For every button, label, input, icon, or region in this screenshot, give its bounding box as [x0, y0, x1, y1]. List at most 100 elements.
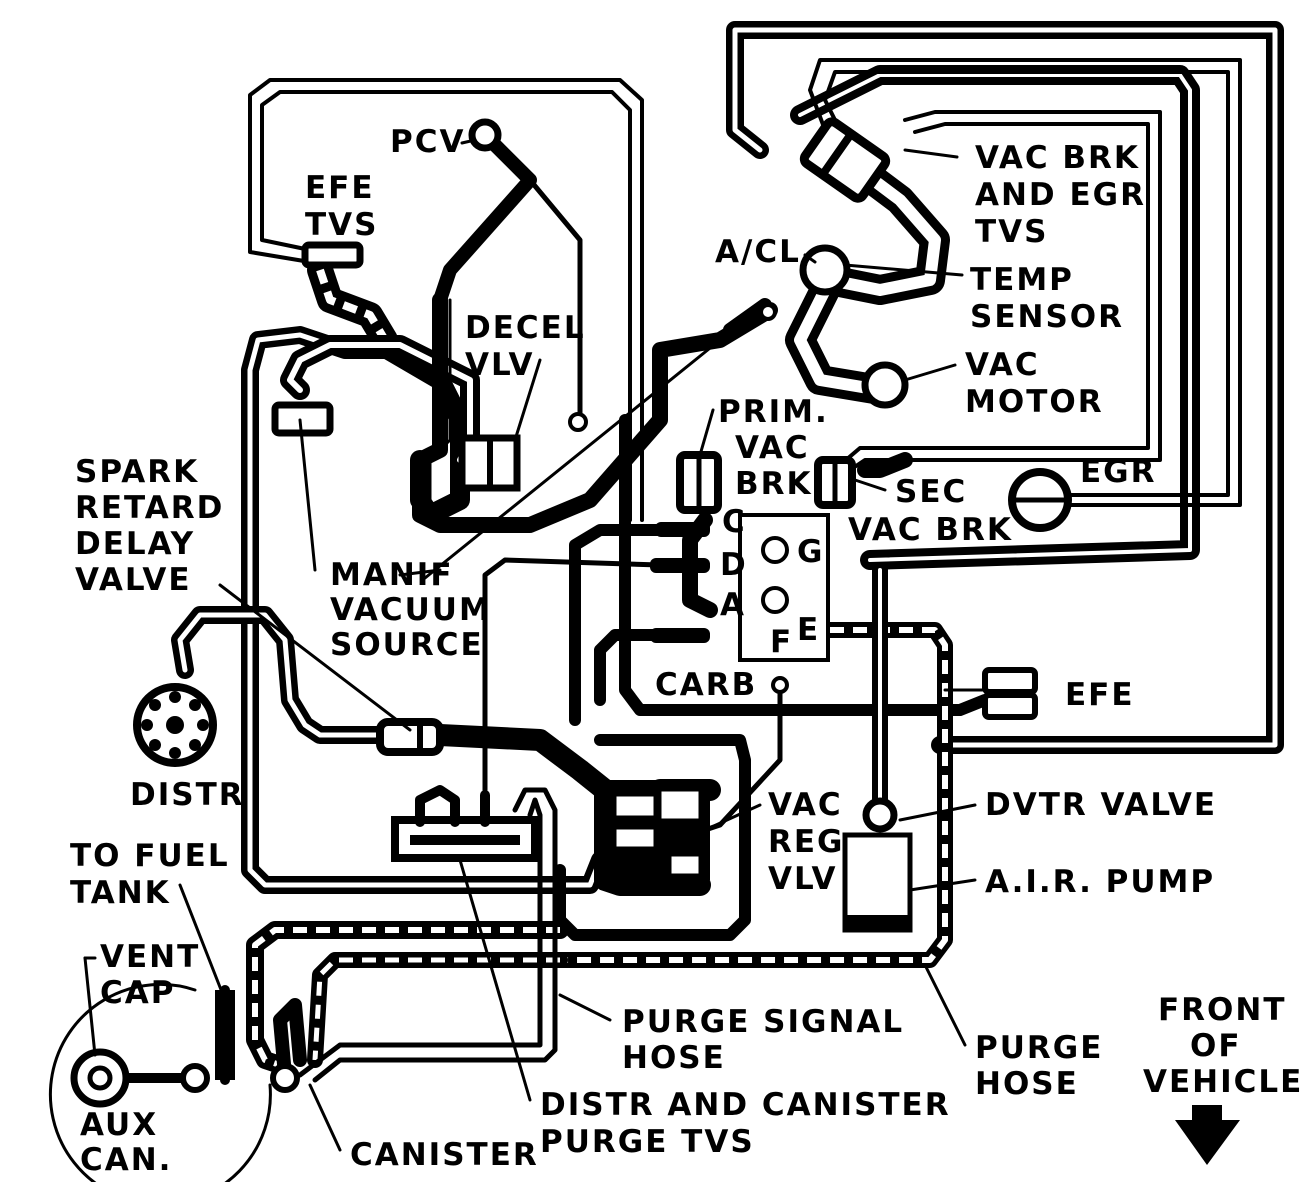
hose-carb-ptd — [482, 557, 663, 793]
label-spark-3: DELAY — [75, 526, 195, 562]
efe-tvs-icon — [301, 241, 364, 269]
vac-reg-valve-icon — [600, 780, 710, 880]
label-spark-2: RETARD — [75, 490, 224, 526]
hose-egr-feed — [848, 110, 1162, 472]
hose-egr-feed-2 — [838, 122, 1150, 467]
label-purge-signal-2: HOSE — [622, 1040, 726, 1076]
carb-port-e-icon — [761, 586, 789, 614]
label-vac-reg-2: REG — [768, 824, 845, 860]
label-front-2: OF — [1190, 1028, 1242, 1064]
label-sec-vac-brk-1: SEC — [895, 474, 967, 510]
label-vac-brk-egr-3: TVS — [975, 214, 1048, 250]
hose-air-pump-loop — [552, 622, 953, 968]
label-aux-can-1: AUX — [80, 1107, 158, 1143]
hose-vac-motor-link — [857, 452, 913, 478]
label-carb: CARB — [655, 667, 757, 703]
label-prim-vac-brk-3: BRK — [735, 466, 813, 502]
labels: PCV EFE TVS DECEL VLV VAC BRK AND EGR TV… — [70, 124, 1303, 1178]
label-aux-can-2: CAN. — [80, 1142, 172, 1178]
leader-lines — [83, 138, 987, 1152]
label-purge-hose-1: PURGE — [975, 1030, 1103, 1066]
label-decel-vlv-1: DECEL — [465, 310, 586, 346]
label-front-1: FRONT — [1158, 992, 1287, 1028]
hose-network — [95, 21, 1284, 1085]
hose-decel-inner — [428, 298, 452, 507]
hose-spark-retard-inner — [177, 612, 383, 738]
label-port-f: F — [770, 624, 793, 660]
label-prim-vac-brk-1: PRIM. — [718, 394, 829, 430]
label-front-3: VEHICLE — [1143, 1064, 1303, 1100]
hose-carb-down — [569, 524, 666, 726]
label-vent-cap-1: VENT — [100, 939, 200, 975]
hose-manifold-main-inner — [287, 342, 473, 463]
hose-efe-tvs-down-dash — [316, 268, 389, 343]
label-decel-vlv-2: VLV — [465, 347, 534, 383]
label-spark-4: VALVE — [75, 562, 192, 598]
hose-efe-tvs-loop — [260, 90, 632, 522]
label-vac-brk-egr-2: AND EGR — [975, 177, 1146, 213]
label-efe-tvs-2: TVS — [305, 207, 378, 243]
label-a-cl: A/CL — [715, 234, 801, 270]
label-dvtr-valve: DVTR VALVE — [985, 787, 1217, 823]
hose-carb-f-down — [594, 629, 666, 706]
label-distr-canister-2: PURGE TVS — [540, 1124, 755, 1160]
label-port-d: D — [720, 547, 748, 583]
label-vac-reg-1: VAC — [768, 787, 843, 823]
efe-valve-icon — [982, 667, 1038, 695]
label-port-c: C — [722, 504, 747, 540]
carb-port-g-icon — [761, 536, 789, 564]
hose-egr-loop — [808, 58, 1242, 507]
canister-icon — [48, 982, 272, 1182]
vac-brk-egr-tvs-icon — [799, 117, 891, 203]
spark-retard-delay-valve-icon — [376, 718, 444, 756]
hose-decel-loop — [412, 292, 778, 533]
label-manif-1: MANIF — [330, 557, 454, 593]
hose-tvs-temp-sensor-inner — [824, 164, 941, 296]
label-pcv: PCV — [390, 124, 465, 160]
hose-carb-bottom-loop — [619, 414, 991, 716]
a-cl-nipple-icon — [759, 303, 777, 321]
hose-efe-tvs-loop-2 — [248, 78, 644, 522]
label-air-pump: A.I.R. PUMP — [985, 864, 1215, 900]
label-distr: DISTR — [130, 777, 245, 813]
label-prim-vac-brk-2: VAC — [735, 430, 810, 466]
label-vac-brk-egr-1: VAC BRK — [975, 140, 1140, 176]
label-purge-signal-1: PURGE SIGNAL — [622, 1004, 904, 1040]
hose-temp-vac-motor-inner — [794, 274, 886, 396]
hose-air-cleaner-inner-white — [798, 73, 1192, 562]
label-manif-3: SOURCE — [330, 627, 484, 663]
label-distr-canister-1: DISTR AND CANISTER — [540, 1087, 951, 1123]
label-to-fuel-1: TO FUEL — [70, 838, 230, 874]
hose-purge-signal-2 — [297, 797, 543, 1078]
label-vac-motor-2: MOTOR — [965, 384, 1104, 420]
label-spark-1: SPARK — [75, 454, 199, 490]
hose-egr-loop-2 — [823, 70, 1230, 497]
manif-nipple-icon — [568, 412, 588, 432]
label-efe-tvs-1: EFE — [305, 170, 375, 206]
manifold-fitting-icon — [271, 401, 334, 437]
hose-canister-small — [273, 998, 307, 1082]
label-purge-hose-2: HOSE — [975, 1066, 1079, 1102]
label-vac-motor-1: VAC — [965, 347, 1040, 383]
label-temp-sensor-1: TEMP — [970, 262, 1074, 298]
hose-purge-inner-loop-dash — [312, 957, 560, 1061]
label-egr: EGR — [1080, 454, 1157, 490]
label-port-a: A — [720, 587, 746, 623]
label-vac-reg-3: VLV — [768, 861, 837, 897]
carburetor-icon — [738, 513, 830, 662]
label-vent-cap-2: CAP — [100, 975, 175, 1011]
distributor-icon — [133, 683, 217, 767]
label-manif-2: VACUUM — [330, 592, 492, 628]
hose-purge-signal — [312, 787, 558, 1083]
label-to-fuel-2: TANK — [70, 875, 171, 911]
hose-air-cleaner-outer-inner — [732, 27, 1278, 748]
air-pump-icon — [842, 832, 913, 933]
label-temp-sensor-2: SENSOR — [970, 299, 1124, 335]
label-port-e: E — [797, 612, 820, 648]
components — [48, 117, 1240, 1182]
dvtr-valve-icon — [862, 797, 898, 833]
down-arrow-icon — [1175, 1120, 1240, 1165]
temp-sensor-icon — [799, 244, 851, 296]
vac-motor-icon — [861, 361, 909, 409]
